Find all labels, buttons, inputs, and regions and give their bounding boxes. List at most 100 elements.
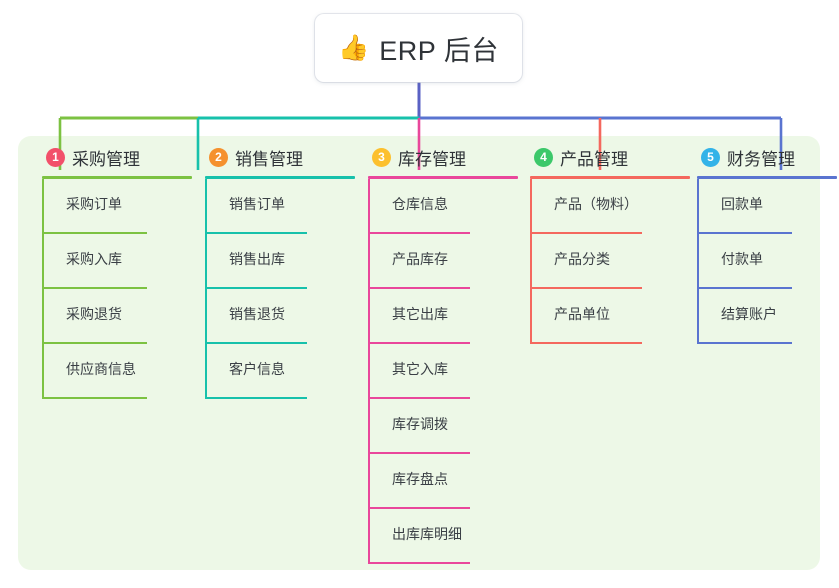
item-underline [368, 232, 470, 234]
item-spine [368, 509, 370, 564]
item-spine [205, 344, 207, 399]
item-underline [42, 232, 147, 234]
list-item[interactable]: 产品库存 [368, 234, 518, 289]
list-item[interactable]: 采购入库 [42, 234, 192, 289]
item-spine [368, 179, 370, 234]
item-spine [205, 289, 207, 344]
column-header-采购管理[interactable]: 1 采购管理 [42, 144, 192, 170]
item-underline [368, 397, 470, 399]
item-spine [368, 399, 370, 454]
item-label: 其它入库 [392, 360, 448, 377]
item-underline [530, 232, 642, 234]
item-label: 客户信息 [229, 360, 285, 377]
list-item[interactable]: 仓库信息 [368, 179, 518, 234]
column-title: 采购管理 [72, 149, 140, 169]
column-number-badge: 5 [701, 147, 720, 167]
item-spine [697, 179, 699, 234]
item-label: 销售订单 [229, 195, 285, 212]
item-underline [368, 507, 470, 509]
item-label: 库存盘点 [392, 470, 448, 487]
item-underline [697, 342, 792, 344]
item-spine [530, 289, 532, 344]
list-item[interactable]: 销售订单 [205, 179, 355, 234]
item-label: 采购入库 [66, 250, 122, 267]
list-item[interactable]: 付款单 [697, 234, 837, 289]
item-underline [697, 232, 792, 234]
column-header-rule [530, 176, 690, 179]
item-spine [368, 344, 370, 399]
item-label: 采购退货 [66, 305, 122, 322]
column-header-rule [368, 176, 518, 179]
list-item[interactable]: 销售退货 [205, 289, 355, 344]
root-title: ERP 后台 [379, 35, 499, 66]
list-item[interactable]: 供应商信息 [42, 344, 192, 399]
column-header-财务管理[interactable]: 5 财务管理 [697, 144, 837, 170]
item-label: 产品单位 [554, 305, 610, 322]
item-underline [42, 397, 147, 399]
column-item-list: 产品（物料） 产品分类产品单位 [530, 179, 690, 344]
item-spine [42, 344, 44, 399]
item-label: 回款单 [721, 195, 763, 212]
list-item[interactable]: 产品分类 [530, 234, 690, 289]
list-item[interactable]: 其它出库 [368, 289, 518, 344]
list-item[interactable]: 其它入库 [368, 344, 518, 399]
list-item[interactable]: 采购退货 [42, 289, 192, 344]
item-underline [368, 287, 470, 289]
item-label: 付款单 [721, 250, 763, 267]
item-underline [368, 562, 470, 564]
item-spine [530, 179, 532, 234]
list-item[interactable]: 库存盘点 [368, 454, 518, 509]
item-spine [697, 234, 699, 289]
item-underline [530, 287, 642, 289]
item-label: 销售退货 [229, 305, 285, 322]
root-node[interactable]: 👍 ERP 后台 [315, 14, 522, 82]
item-spine [697, 289, 699, 344]
item-underline [368, 452, 470, 454]
column-number-badge: 4 [534, 147, 553, 167]
item-label: 库存调拨 [392, 415, 448, 432]
column-财务管理: 5 财务管理回款单付款单结算账户 [697, 144, 837, 344]
column-header-rule [42, 176, 192, 179]
list-item[interactable]: 结算账户 [697, 289, 837, 344]
item-spine [205, 179, 207, 234]
item-underline [530, 342, 642, 344]
column-item-list: 采购订单采购入库采购退货供应商信息 [42, 179, 192, 399]
list-item[interactable]: 产品（物料） [530, 179, 690, 234]
item-label: 出库库明细 [392, 525, 462, 542]
column-title: 财务管理 [727, 149, 795, 169]
list-item[interactable]: 客户信息 [205, 344, 355, 399]
list-item[interactable]: 采购订单 [42, 179, 192, 234]
column-number-badge: 2 [209, 147, 228, 167]
item-underline [205, 342, 307, 344]
column-item-list: 销售订单销售出库销售退货客户信息 [205, 179, 355, 399]
item-label: 销售出库 [229, 250, 285, 267]
thumbs-up-icon: 👍 [338, 33, 370, 62]
list-item[interactable]: 回款单 [697, 179, 837, 234]
item-spine [42, 179, 44, 234]
column-header-rule [697, 176, 837, 179]
item-label: 产品分类 [554, 250, 610, 267]
item-underline [697, 287, 792, 289]
item-label: 仓库信息 [392, 195, 448, 212]
column-number-badge: 1 [46, 147, 65, 167]
item-underline [205, 287, 307, 289]
item-label: 供应商信息 [66, 360, 136, 377]
item-label: 结算账户 [721, 305, 777, 322]
item-spine [530, 234, 532, 289]
column-采购管理: 1 采购管理采购订单采购入库采购退货供应商信息 [42, 144, 192, 399]
list-item[interactable]: 产品单位 [530, 289, 690, 344]
item-underline [42, 287, 147, 289]
list-item[interactable]: 出库库明细 [368, 509, 518, 564]
item-spine [368, 289, 370, 344]
item-spine [368, 454, 370, 509]
item-underline [42, 342, 147, 344]
column-header-rule [205, 176, 355, 179]
list-item[interactable]: 库存调拨 [368, 399, 518, 454]
list-item[interactable]: 销售出库 [205, 234, 355, 289]
